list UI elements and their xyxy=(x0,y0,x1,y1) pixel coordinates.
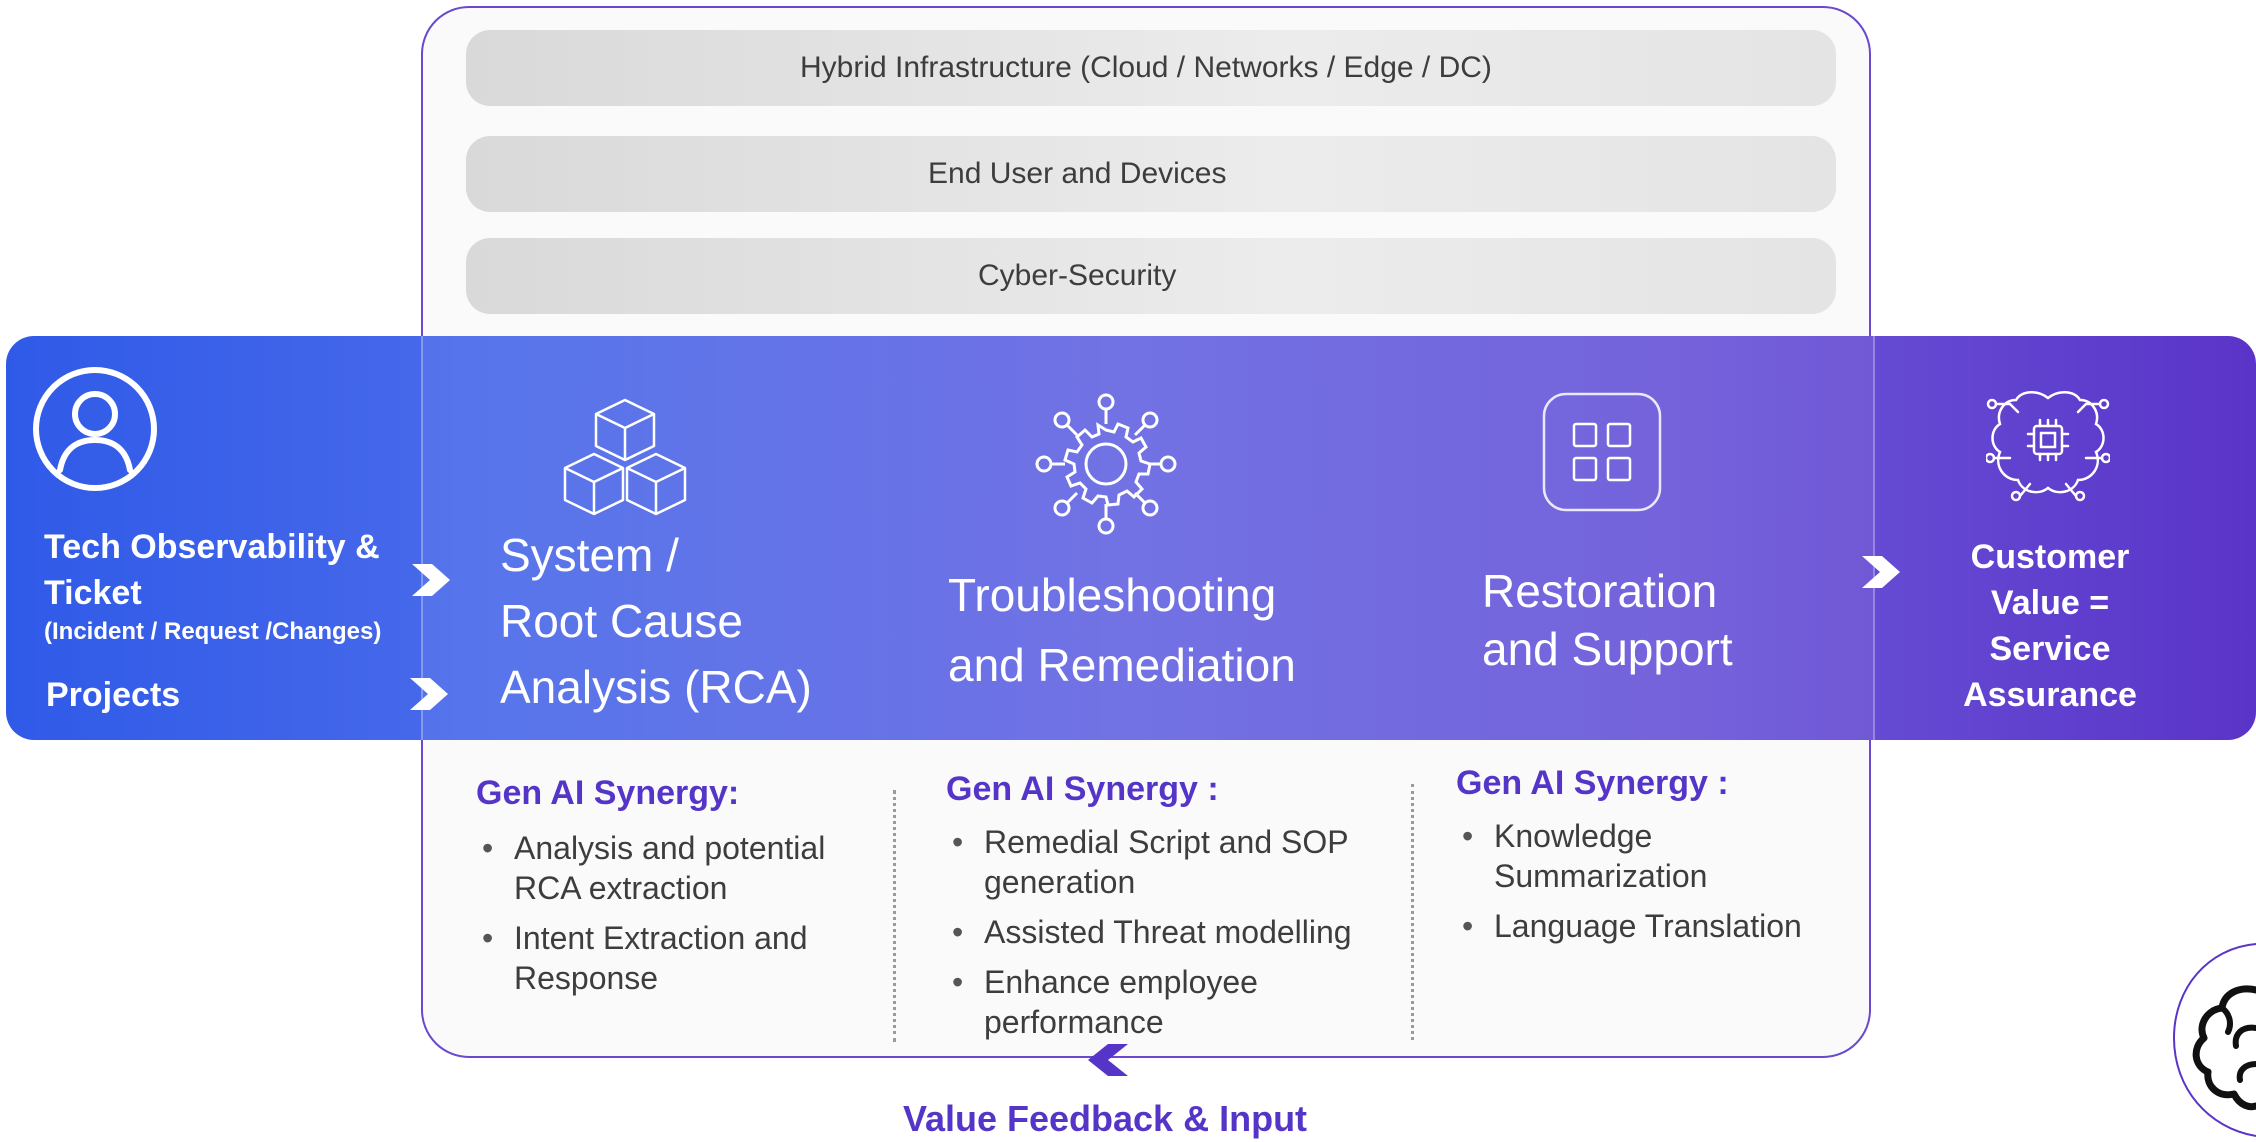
chevron-right-icon xyxy=(1862,556,1900,588)
list-item: Analysis and potential RCA extraction xyxy=(478,828,868,908)
synergy-restoration-title: Gen AI Synergy : xyxy=(1456,764,1729,802)
synergy-divider xyxy=(1411,784,1414,1040)
synergy-restoration-list: Knowledge Summarization Language Transla… xyxy=(1458,816,1858,956)
list-item: Assisted Threat modelling xyxy=(948,912,1388,952)
ai-chip-brain-icon xyxy=(1986,391,2110,502)
stage-restoration-line1: Restoration xyxy=(1482,565,1718,617)
output-line4: Assurance xyxy=(1963,676,2137,714)
list-item: Language Translation xyxy=(1458,906,1858,946)
synergy-divider xyxy=(893,790,896,1042)
chevron-right-icon xyxy=(412,564,450,596)
gear-network-icon xyxy=(1035,393,1177,535)
synergy-troubleshoot-list: Remedial Script and SOP generation Assis… xyxy=(948,822,1388,1052)
input-ticket-types: (Incident / Request /Changes) xyxy=(44,618,382,645)
output-line3: Service xyxy=(1989,630,2111,668)
output-line1: Customer xyxy=(1970,538,2130,576)
layer-cyber-label: Cyber-Security xyxy=(978,259,1177,292)
brain-icon xyxy=(2172,943,2256,1137)
value-feedback-label: Value Feedback & Input xyxy=(902,1098,1308,1139)
synergy-rca-list: Analysis and potential RCA extraction In… xyxy=(478,828,868,1008)
synergy-troubleshoot-title: Gen AI Synergy : xyxy=(946,770,1219,808)
cubes-icon xyxy=(563,398,687,516)
chevron-right-icon xyxy=(410,678,448,710)
process-band xyxy=(6,336,2256,740)
stage-troubleshoot-line1: Troubleshooting xyxy=(948,569,1277,621)
chevron-left-icon xyxy=(1088,1044,1128,1076)
output-line2: Value = xyxy=(1990,584,2110,622)
synergy-rca-title: Gen AI Synergy: xyxy=(476,774,740,812)
layer-cyber-security: Cyber-Security xyxy=(466,238,1836,314)
stage-restoration-line2: and Support xyxy=(1482,623,1733,675)
layer-hybrid-label: Hybrid Infrastructure (Cloud / Networks … xyxy=(800,51,1492,84)
user-icon xyxy=(33,367,157,491)
stage-rca-line2: Root Cause xyxy=(500,595,743,647)
input-tech-observability-line1: Tech Observability & xyxy=(44,528,380,566)
stage-rca-line3: Analysis (RCA) xyxy=(500,661,812,713)
band-frame-overlay xyxy=(421,336,1875,740)
layer-end-user-label: End User and Devices xyxy=(928,157,1227,190)
list-item: Enhance employee performance xyxy=(948,962,1388,1042)
input-tech-observability-line2: Ticket xyxy=(44,574,142,612)
stage-troubleshoot-line2: and Remediation xyxy=(948,639,1296,691)
list-item: Knowledge Summarization xyxy=(1458,816,1858,896)
layer-hybrid-infrastructure: Hybrid Infrastructure (Cloud / Networks … xyxy=(466,30,1836,106)
list-item: Remedial Script and SOP generation xyxy=(948,822,1388,902)
stage-rca-line1: System / xyxy=(500,529,679,581)
grid-app-icon xyxy=(1542,392,1662,512)
input-projects: Projects xyxy=(46,676,181,714)
list-item: Intent Extraction and Response xyxy=(478,918,868,998)
layer-end-user-devices: End User and Devices xyxy=(466,136,1836,212)
